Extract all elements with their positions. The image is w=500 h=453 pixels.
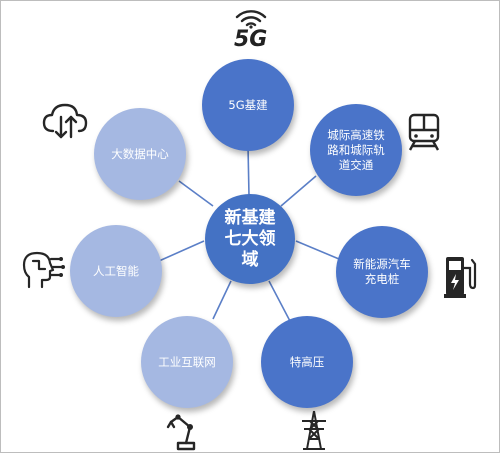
train-icon [408,113,440,151]
node-5g-label: 5G基建 [228,97,268,112]
connector-bigdata [178,180,214,207]
node-iiot-label: 工业互联网 [158,354,216,369]
cloud-transfer-icon [42,103,88,139]
robot-arm-icon [166,414,196,451]
node-big-data-center: 大数据中心 [94,108,186,200]
node-artificial-intelligence: 人工智能 [70,225,162,317]
wifi-signal-icon [235,10,267,29]
charging-station-icon [444,257,477,298]
connector-rail [280,175,317,207]
connector-uhv [268,280,292,324]
node-industrial-internet: 工业互联网 [141,316,233,408]
node-ai-label: 人工智能 [93,263,139,278]
node-ev-label: 新能源汽车 充电桩 [353,257,411,286]
node-bigdata-label: 大数据中心 [111,146,169,161]
node-5g-infrastructure: 5G基建 [202,59,294,151]
center-label: 新基建 七大领 域 [224,207,276,270]
node-ev-charging: 新能源汽车 充电桩 [336,226,428,318]
connector-ai [158,240,205,262]
node-rail-label: 城际高速铁 路和城际轨 道交通 [327,127,385,172]
node-uhv: 特高压 [261,316,353,408]
power-tower-icon [302,410,326,450]
center-node: 新基建 七大领 域 [205,194,295,284]
5g-label-icon: 5G [234,27,268,52]
ai-head-icon [22,251,65,289]
node-intercity-rail: 城际高速铁 路和城际轨 道交通 [310,104,402,196]
connector-5g [247,145,250,197]
node-uhv-label: 特高压 [289,354,325,369]
connector-ev [295,240,340,260]
connector-iiot [212,280,232,320]
